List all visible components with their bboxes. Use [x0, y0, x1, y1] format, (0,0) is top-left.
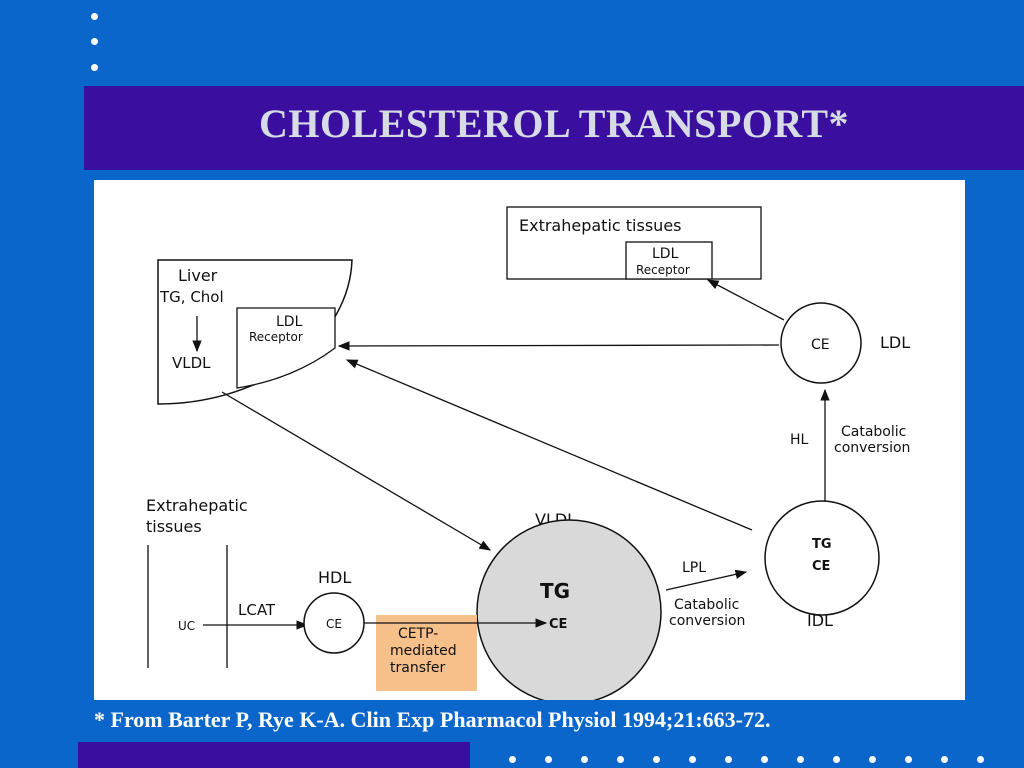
liver-receptor-sub: Receptor [249, 330, 303, 344]
decor-dot [797, 756, 804, 763]
vldl-particle-ce: CE [549, 617, 567, 632]
decor-dot [91, 38, 98, 45]
slide-title: CHOLESTEROL TRANSPORT* [258, 101, 850, 146]
title-band [84, 86, 1024, 170]
cetp-line2: mediated [390, 643, 457, 659]
vldl-particle [476, 519, 662, 700]
decor-dot [91, 13, 98, 20]
transport-diagram: Liver TG, Chol VLDL LDL Receptor Extrahe… [146, 206, 910, 700]
idl-particle [764, 500, 880, 616]
decor-dot [869, 756, 876, 763]
lcat-label: LCAT [238, 601, 276, 619]
liver-sub: TG, Chol [159, 288, 224, 306]
decor-dot [689, 756, 696, 763]
hl-label: HL [790, 432, 809, 448]
ldl-label: LDL [880, 333, 910, 352]
citation: * From Barter P, Rye K-A. Clin Exp Pharm… [94, 707, 771, 732]
extrahepatic-left-line1: Extrahepatic [146, 496, 248, 515]
arrow-idl-to-liver-receptor [345, 359, 753, 531]
ldl-core: CE [811, 337, 830, 353]
lpl-conv-line2: conversion [669, 613, 745, 629]
cetp-line1: CETP- [398, 626, 438, 642]
ldl-particle [780, 302, 862, 384]
decor-dot [977, 756, 984, 763]
extrahepatic-left-line2: tissues [146, 517, 202, 536]
bottom-band [78, 742, 470, 768]
decor-dot [905, 756, 912, 763]
uc-label: UC [178, 619, 195, 633]
decor-dot [617, 756, 624, 763]
arrow-liver-vldl-to-vldl-particle [221, 391, 492, 551]
arrow-ldl-to-extrahepatic-receptor [706, 279, 785, 321]
decor-dot [581, 756, 588, 763]
lpl-conv-line1: Catabolic [674, 597, 739, 613]
idl-label: IDL [807, 611, 833, 630]
idl-ce: CE [812, 559, 830, 574]
arrow-vldl-to-idl [665, 569, 748, 591]
decor-dot [833, 756, 840, 763]
liver-receptor-box [236, 307, 336, 389]
hdl-core: CE [326, 617, 342, 631]
hdl-label: HDL [318, 568, 351, 587]
decor-dot [941, 756, 948, 763]
decor-dot [653, 756, 660, 763]
extrahepatic-top-receptor-box [625, 241, 713, 280]
decor-dot [91, 64, 98, 71]
liver-receptor-title: LDL [276, 314, 303, 330]
diagram-panel: Liver TG, Chol VLDL LDL Receptor Extrahe… [94, 180, 965, 700]
decor-dot [545, 756, 552, 763]
decor-dot [761, 756, 768, 763]
vldl-particle-tg: TG [540, 579, 570, 603]
arrow-ldl-to-liver-receptor [337, 341, 780, 351]
extrahepatic-top-receptor-title: LDL [652, 246, 679, 262]
cetp-box [376, 615, 477, 691]
decor-dot [509, 756, 516, 763]
liver-title: Liver [178, 266, 218, 285]
hl-conv-line2: conversion [834, 440, 910, 456]
decor-dot [725, 756, 732, 763]
idl-tg: TG [812, 537, 832, 552]
liver-vldl: VLDL [172, 354, 211, 372]
extrahepatic-top-receptor-sub: Receptor [636, 263, 690, 277]
extrahepatic-top-title: Extrahepatic tissues [519, 216, 682, 235]
lpl-label: LPL [682, 560, 706, 576]
hl-conv-line1: Catabolic [841, 424, 906, 440]
cetp-line3: transfer [390, 660, 446, 676]
